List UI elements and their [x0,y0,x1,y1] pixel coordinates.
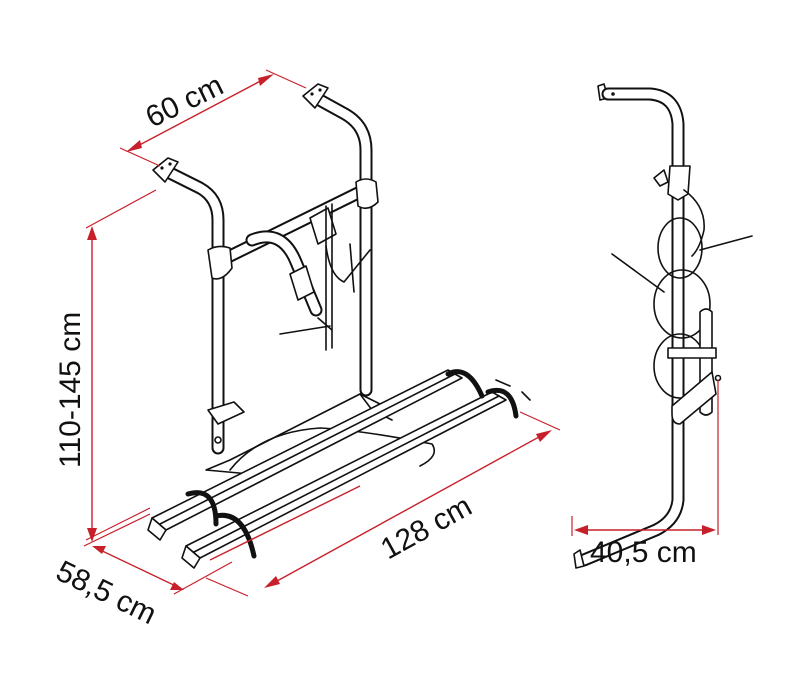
wheel-rail-1 [147,369,463,541]
side-frame-holder-arm [683,189,705,257]
dimension-rail-length: 128 cm [205,411,561,597]
right-joint-clamp [355,178,379,210]
side-upper-clamp [667,165,691,201]
wheel-strap-rear-1 [445,369,485,399]
dimension-depth: 58,5 cm [51,513,233,631]
adjust-screw [214,436,222,444]
ratchet-buckle [495,379,531,401]
wheel-strap-front-2 [213,512,257,559]
frame-holder-arm-2 [309,207,371,293]
dimension-label-60cm: 60 cm [141,69,229,134]
dimension-label-128cm: 128 cm [375,490,477,567]
dimension-mount-width: 60 cm [119,69,307,167]
wheel-strap-rear-2 [485,388,519,419]
dimension-height: 110-145 cm [54,189,157,542]
dimension-label-58-5cm: 58,5 cm [51,555,161,631]
side-hinge-plate [671,371,717,425]
side-main-tube [577,87,685,567]
side-view: 40,5 cm [571,83,753,569]
side-crossbar [667,347,717,359]
left-joint-clamp [207,245,233,280]
perspective-view: 60 cm 110-145 cm 58,5 cm [51,69,561,631]
left-upright-tube [161,165,225,455]
side-strap-left [611,253,665,293]
height-adjust-clamp [207,401,245,425]
right-upright-tube [309,91,373,397]
side-clamp-knob [653,169,669,187]
dimension-label-40-5cm: 40,5 cm [590,536,697,569]
side-wheel-hoop-2 [653,269,711,339]
left-wall-mount-bracket [152,157,179,183]
support-post [325,203,333,351]
frame-holder-arm-1 [245,230,333,335]
cross-bar [219,185,367,265]
dimension-side-depth: 40,5 cm [571,380,719,569]
side-wheel-hoop-1 [657,217,703,279]
right-wall-mount-bracket [302,83,329,109]
side-bottom-end-cap [573,549,585,569]
side-strap-right [699,235,753,251]
dimension-label-110-145cm: 110-145 cm [54,312,87,468]
